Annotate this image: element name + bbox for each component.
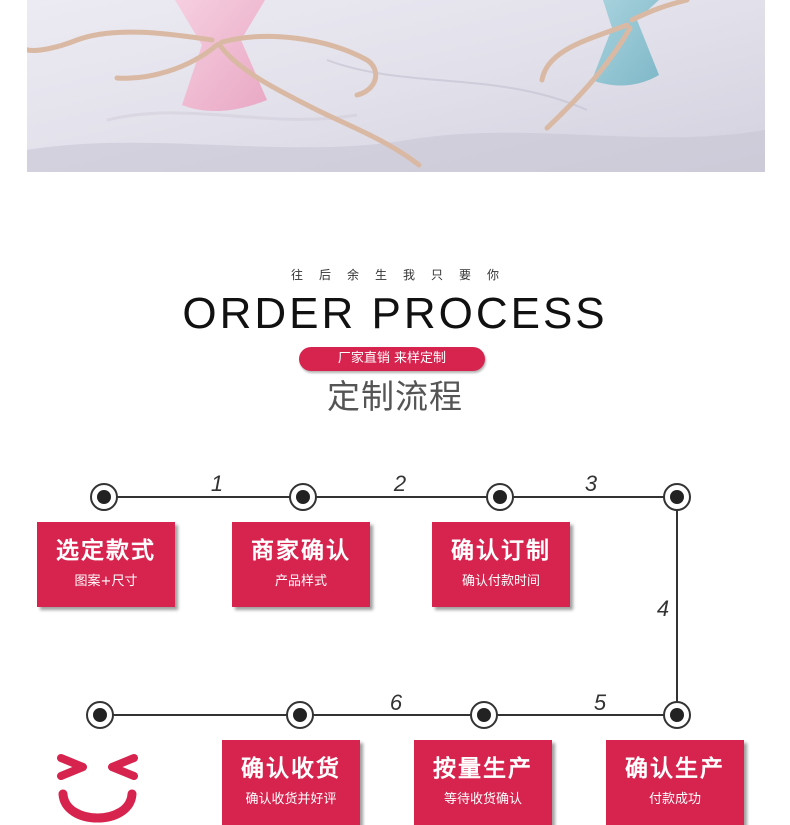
node-1 xyxy=(90,483,118,511)
step-title: 选定款式 xyxy=(56,538,156,564)
step-desc: 确认付款时间 xyxy=(461,574,540,589)
node-7 xyxy=(286,701,314,729)
node-3 xyxy=(486,483,514,511)
step-title: 按量生产 xyxy=(433,756,533,782)
step-title: 确认订制 xyxy=(451,538,551,564)
node-6 xyxy=(470,701,498,729)
step-confirm-order: 确认订制 确认付款时间 xyxy=(432,522,570,607)
step-desc: 付款成功 xyxy=(648,792,701,807)
step-desc: 图案+尺寸 xyxy=(74,574,138,589)
step-mass-production: 按量生产 等待收货确认 xyxy=(414,740,552,825)
step-title: 商家确认 xyxy=(251,538,351,564)
step-desc: 产品样式 xyxy=(274,574,327,589)
subtitle: 往后余生我只要你 xyxy=(290,268,515,282)
step-number-6: 6 xyxy=(390,690,403,715)
step-desc: 确认收货并好评 xyxy=(245,792,337,807)
page-heading: ORDER PROCESS xyxy=(182,289,608,338)
connector-lines xyxy=(100,496,678,716)
step-number-1: 1 xyxy=(211,471,223,496)
step-title: 确认收货 xyxy=(241,756,341,782)
step-confirm-receipt: 确认收货 确认收货并好评 xyxy=(222,740,360,825)
bouquet-ribbon-image xyxy=(27,0,765,172)
hero-photo xyxy=(27,0,765,172)
node-4 xyxy=(663,483,691,511)
step-select-style: 选定款式 图案+尺寸 xyxy=(37,522,175,607)
step-number-2: 2 xyxy=(393,471,406,496)
node-5 xyxy=(663,701,691,729)
smiley-face-icon xyxy=(57,754,138,823)
step-number-3: 3 xyxy=(585,471,598,496)
node-8 xyxy=(86,701,114,729)
factory-badge: 厂家直销 来样定制 xyxy=(299,347,485,371)
step-number-5: 5 xyxy=(594,690,607,715)
step-confirm-production: 确认生产 付款成功 xyxy=(606,740,744,825)
step-number-4: 4 xyxy=(657,596,669,621)
section-title: 定制流程 xyxy=(327,377,463,416)
node-2 xyxy=(289,483,317,511)
step-desc: 等待收货确认 xyxy=(443,792,522,807)
step-merchant-confirm: 商家确认 产品样式 xyxy=(232,522,370,607)
step-title: 确认生产 xyxy=(625,756,725,782)
